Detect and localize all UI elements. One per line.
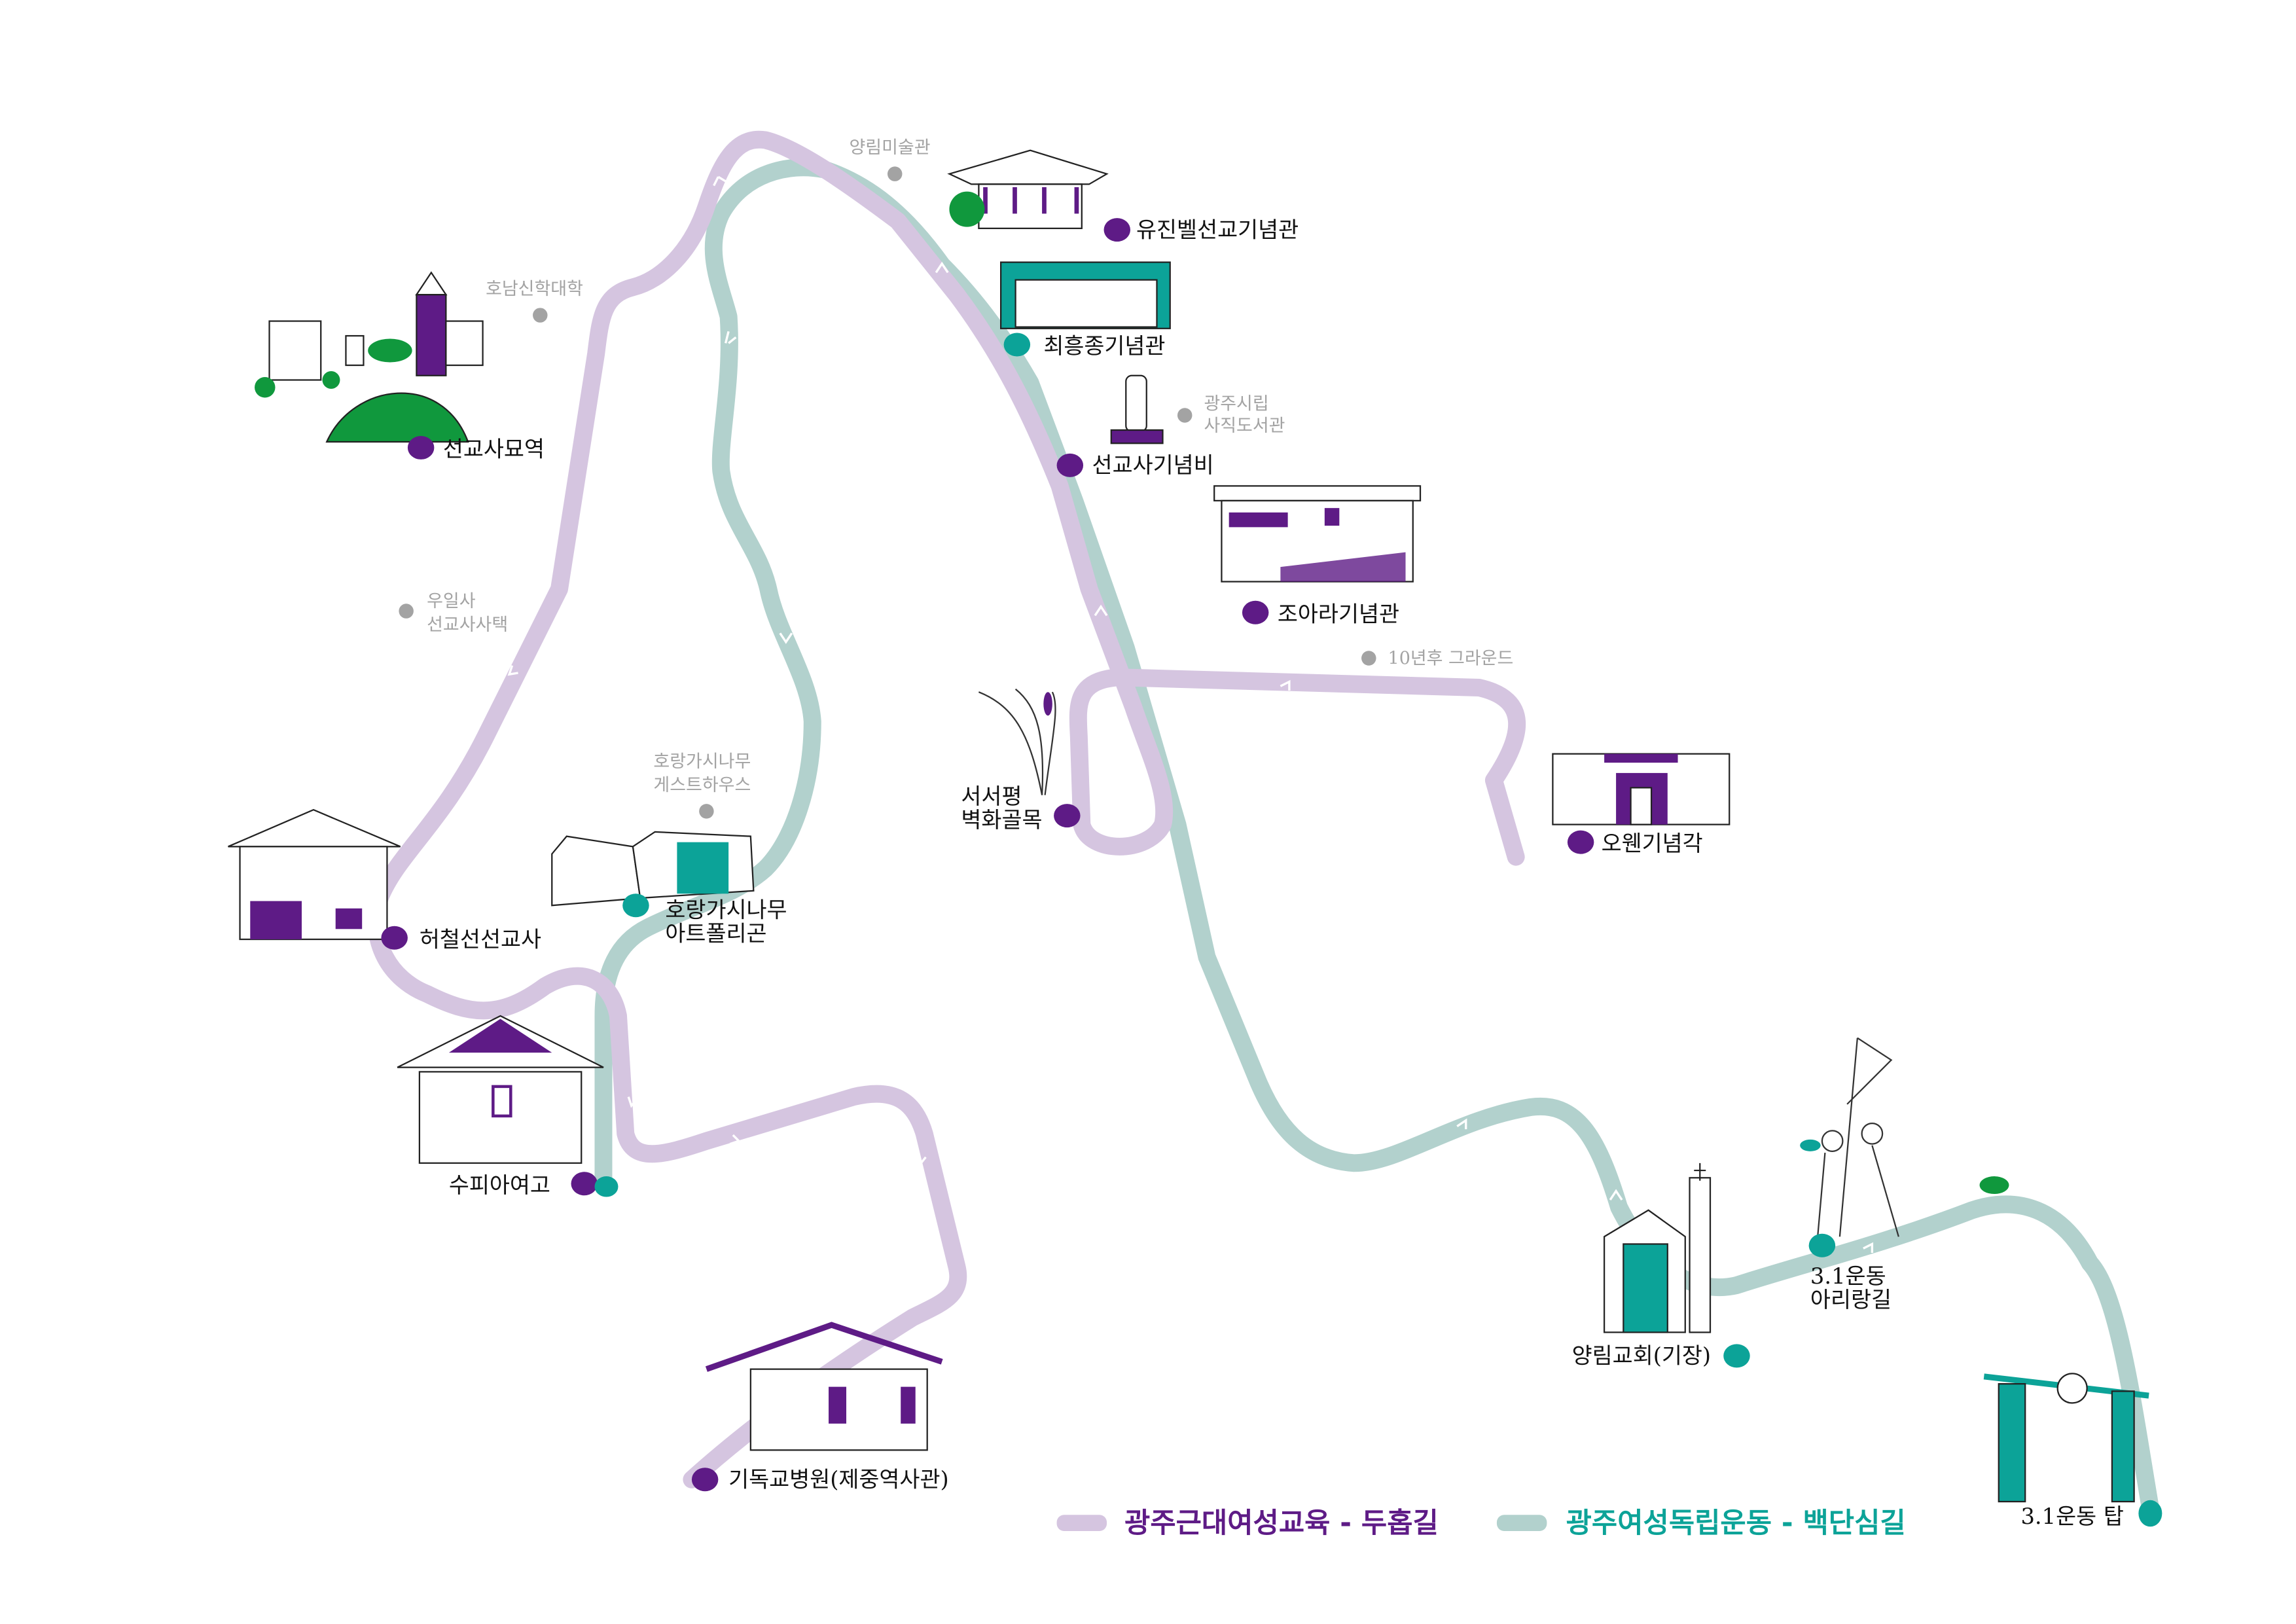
stop-arirang-road[interactable]: 3.1운동 아리랑길 (1808, 1233, 1892, 1312)
legend-purple-route[interactable]: 광주근대여성교육 - 두홉길 (1056, 1507, 1439, 1540)
svg-text:아트폴리곤: 아트폴리곤 (665, 920, 766, 946)
cho-ara-illustration (1213, 485, 1422, 583)
svg-text:10년후 그라운드: 10년후 그라운드 (1388, 649, 1514, 669)
poi-guesthouse[interactable]: 호랑가시나무 게스트하우스 (653, 751, 751, 819)
stop-yangnim-church[interactable]: 양림교회(기장) (1572, 1343, 1750, 1369)
svg-text:오웬기념각: 오웬기념각 (1602, 831, 1703, 856)
svg-text:양림미술관: 양림미술관 (850, 137, 931, 158)
poi-wooilsa[interactable]: 우일사 선교사사택 (399, 591, 508, 635)
owen-illustration (1552, 753, 1731, 825)
monument-illustration (1110, 374, 1164, 444)
svg-text:서서평: 서서평 (961, 784, 1022, 809)
choi-heungjong-illustration (1000, 261, 1171, 329)
teal-route-line (594, 158, 2161, 1526)
svg-text:3.1운동: 3.1운동 (1810, 1263, 1886, 1289)
svg-text:선교사사택: 선교사사택 (427, 615, 508, 635)
poi-yangnim-museum[interactable]: 양림미술관 (850, 137, 931, 181)
svg-text:사직도서관: 사직도서관 (1204, 416, 1285, 436)
svg-text:3.1운동 탑: 3.1운동 탑 (2020, 1504, 2123, 1529)
eugene-bell-illustration (947, 149, 1109, 230)
svg-text:최흥종기념관: 최흥종기념관 (1043, 333, 1165, 359)
stop-eugene-bell[interactable]: 유진벨선교기념관 (1103, 217, 1299, 242)
direction-arrows (507, 175, 2110, 1352)
legend: 광주근대여성교육 - 두홉길 광주여성독립운동 - 백단심길 (1056, 1507, 1906, 1540)
svg-text:양림교회(기장): 양림교회(기장) (1572, 1343, 1711, 1369)
svg-text:유진벨선교기념관: 유진벨선교기념관 (1136, 217, 1299, 242)
art-polygon-illustration (551, 831, 755, 907)
svg-text:게스트하우스: 게스트하우스 (653, 775, 751, 795)
arirang-illustration (1800, 1037, 2009, 1237)
svg-text:선교사기념비: 선교사기념비 (1092, 452, 1214, 478)
svg-text:허철선선교사: 허철선선교사 (420, 926, 541, 952)
svg-text:조아라기념관: 조아라기념관 (1278, 601, 1399, 626)
stop-march-first-tower[interactable]: 3.1운동 탑 (2020, 1500, 2162, 1529)
stop-hurston[interactable]: 허철선선교사 (381, 926, 541, 952)
svg-text:기독교병원(제중역사관): 기독교병원(제중역사관) (728, 1467, 949, 1492)
stop-christian-hospital[interactable]: 기독교병원(제중역사관) (691, 1467, 949, 1492)
stop-missionary-monument[interactable]: 선교사기념비 (1056, 452, 1214, 478)
svg-text:수피아여고: 수피아여고 (449, 1172, 550, 1198)
poi-sajik-library[interactable]: 광주시립 사직도서관 (1177, 393, 1285, 436)
svg-text:호랑가시나무: 호랑가시나무 (665, 897, 787, 922)
purple-route-line (367, 130, 1526, 1489)
seoseopyeong-illustration (978, 688, 1056, 795)
stop-cho-ara[interactable]: 조아라기념관 (1242, 600, 1399, 626)
svg-text:광주시립: 광주시립 (1204, 393, 1268, 414)
poi-ten-years-ground[interactable]: 10년후 그라운드 (1361, 649, 1513, 669)
stop-choi-heungjong[interactable]: 최흥종기념관 (1003, 333, 1166, 359)
svg-text:선교사묘역: 선교사묘역 (443, 436, 545, 461)
hurston-house-illustration (228, 808, 401, 941)
svg-text:우일사: 우일사 (427, 591, 476, 611)
yangnim-church-illustration (1603, 1163, 1712, 1333)
legend-teal-route[interactable]: 광주여성독립운동 - 백단심길 (1496, 1507, 1906, 1540)
svg-text:아리랑길: 아리랑길 (1810, 1287, 1892, 1312)
stop-speer-school[interactable]: 수피아여고 (449, 1172, 619, 1198)
svg-text:호남신학대학: 호남신학대학 (486, 279, 583, 299)
stop-missionary-cemetery[interactable]: 선교사묘역 (407, 435, 545, 461)
stop-owen[interactable]: 오웬기념각 (1567, 830, 1703, 856)
cemetery-illustration (255, 271, 484, 443)
stop-seoseopyeong[interactable]: 서서평 벽화골목 (961, 784, 1081, 833)
stop-horanggasi-art-polygon[interactable]: 호랑가시나무 아트폴리곤 (622, 893, 787, 946)
svg-text:호랑가시나무: 호랑가시나무 (653, 751, 751, 772)
svg-text:벽화골목: 벽화골목 (961, 807, 1042, 833)
poi-honam-seminary[interactable]: 호남신학대학 (486, 279, 583, 323)
christian-hospital-illustration (705, 1322, 943, 1451)
svg-text:광주근대여성교육 - 두홉길: 광주근대여성교육 - 두홉길 (1124, 1507, 1439, 1540)
march-first-tower-illustration (1983, 1373, 2149, 1503)
speer-school-illustration (397, 1015, 604, 1164)
svg-text:광주여성독립운동 - 백단심길: 광주여성독립운동 - 백단심길 (1566, 1507, 1906, 1540)
